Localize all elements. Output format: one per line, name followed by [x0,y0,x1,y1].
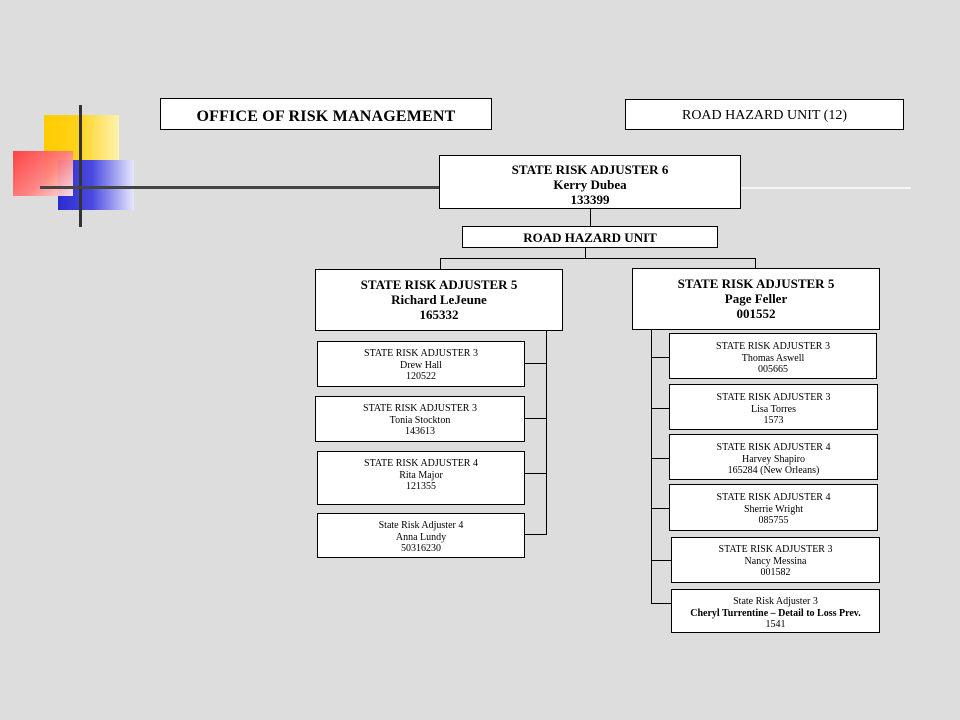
org-node-right-lead: STATE RISK ADJUSTER 5 Page Feller 001552 [632,268,880,330]
unit-title-box: ROAD HAZARD UNIT (12) [625,99,904,130]
org-node-staff: STATE RISK ADJUSTER 3 Lisa Torres 1573 [669,384,878,430]
logo-vertical-line [79,105,82,227]
connector [525,418,546,419]
connector [755,258,756,269]
connector [651,508,669,509]
node-name: Cheryl Turrentine – Detail to Loss Prev. [690,607,861,619]
connector [525,363,546,364]
org-node-staff: State Risk Adjuster 3 Cheryl Turrentine … [671,589,880,633]
node-id: 133399 [570,192,610,207]
org-node-unit: ROAD HAZARD UNIT [462,226,718,248]
node-title: STATE RISK ADJUSTER 4 [364,458,478,469]
header-rule-right [741,187,911,189]
connector [651,408,669,409]
node-name: Nancy Messina [744,555,807,567]
node-id: 001582 [760,567,791,578]
connector [651,560,671,561]
node-title: STATE RISK ADJUSTER 3 [364,348,478,359]
node-name: Kerry Dubea [553,177,627,192]
connector [440,258,441,269]
header-rule [40,186,440,189]
node-name: Anna Lundy [395,531,447,543]
org-node-staff: STATE RISK ADJUSTER 3 Thomas Aswell 0056… [669,333,877,379]
connector [590,209,591,226]
org-node-staff: State Risk Adjuster 4 Anna Lundy 5031623… [317,513,525,558]
node-id: 165332 [419,307,459,322]
node-id: 085755 [758,515,789,526]
red-square [13,151,73,196]
org-node-left-lead: STATE RISK ADJUSTER 5 Richard LeJeune 16… [315,269,563,331]
node-name: Drew Hall [400,359,442,371]
node-name: Thomas Aswell [741,352,805,364]
org-node-staff: STATE RISK ADJUSTER 3 Tonia Stockton 143… [315,396,525,442]
node-id: 001552 [736,306,776,321]
unit-label: ROAD HAZARD UNIT [523,230,657,245]
connector [651,458,669,459]
node-title: STATE RISK ADJUSTER 3 [363,403,477,414]
org-node-staff: STATE RISK ADJUSTER 4 Harvey Shapiro 165… [669,434,878,480]
org-node-top: STATE RISK ADJUSTER 6 Kerry Dubea 133399 [439,155,741,209]
node-id: 121355 [406,481,436,492]
node-name: Page Feller [724,291,788,306]
node-id: 165284 (New Orleans) [727,465,820,476]
org-node-staff: STATE RISK ADJUSTER 4 Rita Major 121355 [317,451,525,505]
unit-title: ROAD HAZARD UNIT (12) [681,108,847,123]
connector [585,248,586,258]
connector [651,603,671,604]
node-name: Harvey Shapiro [741,453,806,465]
node-title: State Risk Adjuster 4 [378,520,464,531]
node-id: 1541 [765,619,786,630]
node-title: STATE RISK ADJUSTER 3 [716,341,830,352]
node-id: 120522 [406,371,436,382]
office-title-box: OFFICE OF RISK MANAGEMENT [160,98,492,130]
node-name: Rita Major [399,469,443,481]
org-node-staff: STATE RISK ADJUSTER 3 Nancy Messina 0015… [671,537,880,583]
node-name: Tonia Stockton [389,414,451,426]
connector [525,473,546,474]
node-id: 1573 [763,415,784,426]
node-title: State Risk Adjuster 3 [733,596,818,607]
node-title: STATE RISK ADJUSTER 5 [360,277,518,292]
connector [440,258,755,259]
node-name: Lisa Torres [751,403,796,415]
office-title: OFFICE OF RISK MANAGEMENT [196,108,456,125]
logo-decoration [10,105,140,230]
node-id: 143613 [405,426,435,437]
node-name: Sherrie Wright [743,503,804,515]
node-title: STATE RISK ADJUSTER 4 [716,442,831,453]
connector [525,534,546,535]
node-title: STATE RISK ADJUSTER 5 [677,276,835,291]
node-name: Richard LeJeune [391,292,487,307]
node-title: STATE RISK ADJUSTER 3 [716,392,831,403]
org-node-staff: STATE RISK ADJUSTER 3 Drew Hall 120522 [317,341,525,387]
node-id: 50316230 [401,543,441,554]
connector [651,330,652,603]
connector [546,331,547,535]
node-id: 005665 [758,364,788,375]
node-title: STATE RISK ADJUSTER 3 [718,544,833,555]
node-title: STATE RISK ADJUSTER 6 [511,162,669,177]
connector [651,357,669,358]
org-node-staff: STATE RISK ADJUSTER 4 Sherrie Wright 085… [669,484,878,531]
node-title: STATE RISK ADJUSTER 4 [716,492,831,503]
